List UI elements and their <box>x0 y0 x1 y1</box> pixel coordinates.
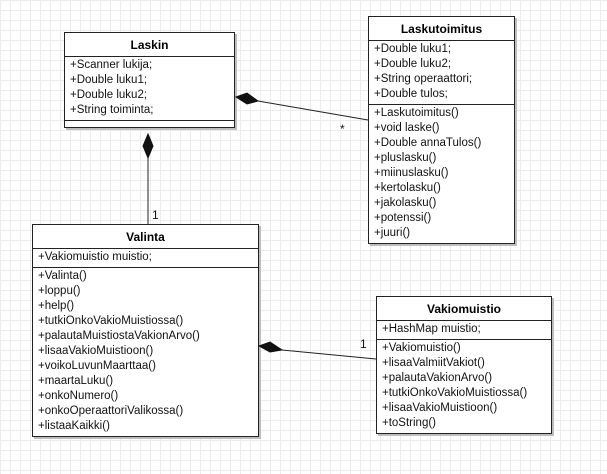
class-vakiomuistio-attributes: +HashMap muistio; <box>377 321 551 340</box>
association-laskin-valinta[interactable]: 1 <box>142 132 159 224</box>
multiplicity-one: 1 <box>360 337 367 351</box>
attribute: +Double tulos; <box>374 88 448 100</box>
method: +void laske() <box>374 122 440 134</box>
method: +Laskutoimitus() <box>374 107 459 119</box>
class-laskutoimitus-attributes: +Double luku1; +Double luku2; +String op… <box>369 41 514 105</box>
method: +onkoNumero() <box>38 390 119 402</box>
class-laskin[interactable]: Laskin +Scanner lukija; +Double luku1; +… <box>64 32 235 128</box>
attribute: +String toiminta; <box>70 104 154 116</box>
method: +listaaKaikki() <box>38 420 110 432</box>
multiplicity-one: 1 <box>152 208 159 222</box>
attribute: +Double luku1; <box>70 74 148 86</box>
method: +kertolasku() <box>374 182 441 194</box>
class-valinta-name: Valinta <box>33 225 258 249</box>
attribute: +Double luku2; <box>70 89 148 101</box>
method: +tutkiOnkoVakioMuistiossa() <box>38 315 184 327</box>
method: +voikoLuvunMaarttaa() <box>38 360 156 372</box>
method: +loppu() <box>38 285 81 297</box>
attribute: +Scanner lukija; <box>70 59 153 71</box>
class-vakiomuistio-name: Vakiomuistio <box>377 297 551 321</box>
composition-diamond-icon <box>142 132 154 160</box>
class-laskutoimitus-methods: +Laskutoimitus() +void laske() +Double a… <box>369 105 514 243</box>
method: +palautaMuistiostaVakionArvo() <box>38 330 200 342</box>
method: +Double annaTulos() <box>374 137 482 149</box>
method: +potenssi() <box>374 212 432 224</box>
method: +miinuslasku() <box>374 167 449 179</box>
attribute: +Double luku1; <box>374 43 452 55</box>
method: +tutkiOnkoVakioMuistiossa() <box>382 387 528 399</box>
class-laskin-name: Laskin <box>65 33 234 57</box>
class-valinta-methods: +Valinta() +loppu() +help() +tutkiOnkoVa… <box>33 268 258 436</box>
class-vakiomuistio[interactable]: Vakiomuistio +HashMap muistio; +Vakiomui… <box>376 296 552 434</box>
attribute: +String operaattori; <box>374 73 473 85</box>
association-valinta-vakiomuistio[interactable]: 1 <box>257 337 377 360</box>
class-laskin-attributes: +Scanner lukija; +Double luku1; +Double … <box>65 57 234 121</box>
method: +lisaaVakioMuistioon() <box>38 345 154 357</box>
class-laskutoimitus[interactable]: Laskutoimitus +Double luku1; +Double luk… <box>368 16 515 244</box>
method: +lisaaVakioMuistioon() <box>382 402 498 414</box>
attribute: +HashMap muistio; <box>382 323 481 335</box>
method: +maartaLuku() <box>38 375 114 387</box>
class-laskutoimitus-name: Laskutoimitus <box>369 17 514 41</box>
class-valinta-attributes: +Vakiomuistio muistio; <box>33 249 258 268</box>
attribute: +Vakiomuistio muistio; <box>38 251 152 263</box>
class-valinta[interactable]: Valinta +Vakiomuistio muistio; +Valinta(… <box>32 224 259 437</box>
method: +help() <box>38 300 75 312</box>
method: +juuri() <box>374 227 411 239</box>
method: +onkoOperaattoriValikossa() <box>38 405 184 417</box>
composition-diamond-icon <box>234 92 260 105</box>
method: +toString() <box>382 417 437 429</box>
method: +jakolasku() <box>374 197 437 209</box>
association-laskin-laskutoimitus[interactable]: * <box>234 92 369 136</box>
composition-diamond-icon <box>257 341 284 353</box>
method: +Vakiomuistio() <box>382 342 461 354</box>
method: +lisaaValmiitVakiot() <box>382 357 485 369</box>
method: +palautaVakionArvo() <box>382 372 493 384</box>
method: +Valinta() <box>38 270 87 282</box>
multiplicity-star: * <box>340 122 345 136</box>
method: +pluslasku() <box>374 152 437 164</box>
attribute: +Double luku2; <box>374 58 452 70</box>
class-vakiomuistio-methods: +Vakiomuistio() +lisaaValmiitVakiot() +p… <box>377 340 551 433</box>
